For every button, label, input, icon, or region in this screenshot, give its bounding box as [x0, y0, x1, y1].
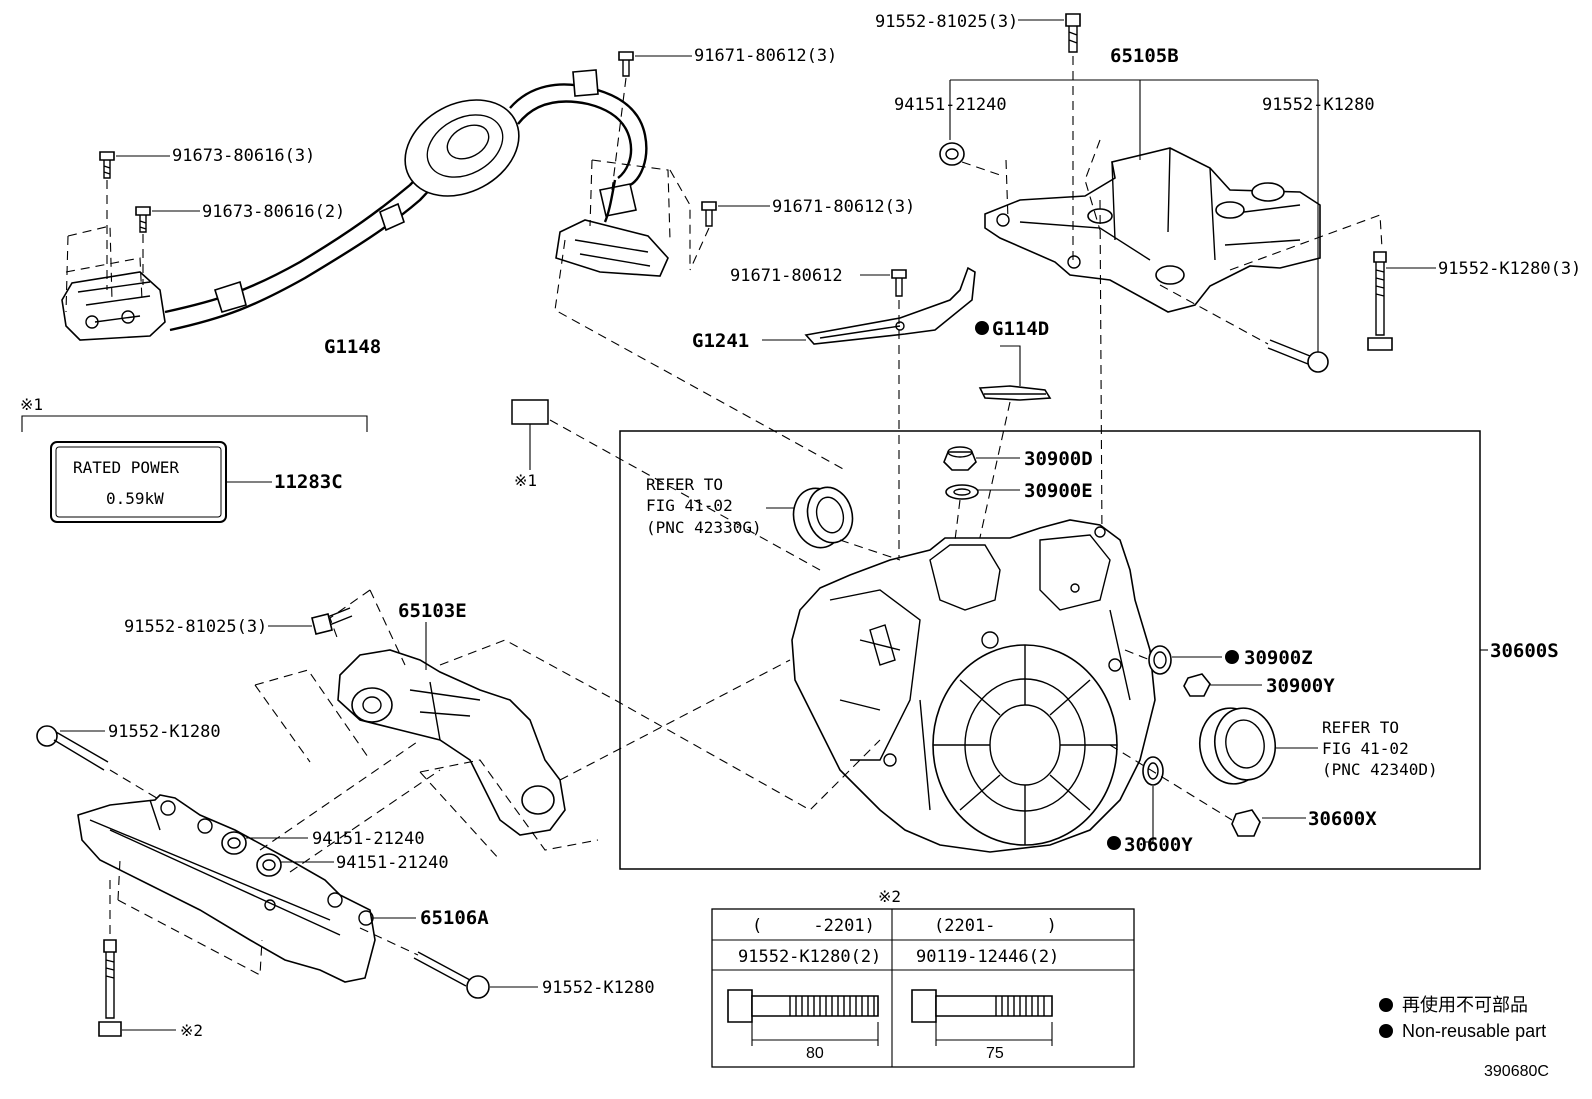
pad-g114d [978, 385, 1052, 401]
label-91552-81025-left: 91552-81025(3) [124, 617, 267, 637]
bolt-91552-k1280-left-icon [36, 725, 109, 771]
bolt-91552-k1280-3-icon [1367, 251, 1393, 351]
table-col2-length: 75 [986, 1045, 1004, 1062]
label-65106a: 65106A [420, 907, 489, 929]
note-x1: ※1 [20, 395, 43, 414]
label-91552-k1280-3: 91552-K1280(3) [1438, 259, 1581, 279]
bolt-91552-k1280-bottom-icon [413, 951, 490, 999]
label-91552-k1280-left: 91552-K1280 [108, 722, 221, 742]
legend-dot-en-icon [1379, 1024, 1393, 1038]
label-30600s: 30600S [1490, 640, 1559, 662]
figure-code: 390680C [1484, 1063, 1549, 1080]
table-col1-length: 80 [806, 1045, 824, 1062]
refer-a-line2: FIG 41-02 [646, 496, 733, 515]
gasket-30900e-icon [945, 484, 979, 500]
legend-dot-jp-icon [1379, 998, 1393, 1012]
bolt-length-table [711, 908, 1135, 1068]
nut-94151-21240-a-icon [221, 831, 247, 855]
table-note: ※2 [878, 887, 901, 906]
label-30900y: 30900Y [1266, 675, 1335, 697]
caution-label-icon [511, 399, 549, 425]
label-g1241: G1241 [692, 330, 749, 352]
table-col1-part: 91552-K1280(2) [738, 947, 881, 967]
oil-seal-42330g-icon [792, 486, 854, 549]
rated-power-title: RATED POWER [73, 458, 179, 477]
label-65105b: 65105B [1110, 45, 1179, 67]
nut-94151-21240-top-icon [939, 142, 965, 166]
label-91671-80612-mid: 91671-80612(3) [772, 197, 915, 217]
label-11283c: 11283C [274, 471, 343, 493]
label-94151-21240-top: 94151-21240 [894, 95, 1007, 115]
bolt-91671-80612-single-icon [891, 269, 907, 297]
note-x2: ※2 [180, 1021, 203, 1040]
label-30900d: 30900D [1024, 448, 1093, 470]
label-g114d: G114D [992, 318, 1049, 340]
label-g1148: G1148 [324, 336, 381, 358]
bolt-note-2-icon [98, 939, 122, 1037]
non-reusable-dot-icon [1225, 650, 1239, 664]
label-91552-k1280-bottom: 91552-K1280 [542, 978, 655, 998]
bolt-91673-80616-3-icon [99, 151, 115, 179]
refer-b-line3: (PNC 42340D) [1322, 760, 1438, 779]
engine-mount-65103e [337, 649, 566, 836]
label-30900e: 30900E [1024, 480, 1093, 502]
label-91673-80616-2: 91673-80616(2) [202, 202, 345, 222]
table-col2-part: 90119-12446(2) [916, 947, 1059, 967]
label-65103e: 65103E [398, 600, 467, 622]
label-91671-80612: 91671-80612 [730, 266, 843, 286]
label-30900z: 30900Z [1244, 647, 1313, 669]
refer-a-line3: (PNC 42330G) [646, 518, 762, 537]
refer-b-line2: FIG 41-02 [1322, 739, 1409, 758]
label-30600y: 30600Y [1124, 834, 1193, 856]
plug-30600x-icon [1231, 809, 1261, 837]
non-reusable-dot-icon [1107, 836, 1121, 850]
bracket-g1241 [804, 266, 976, 345]
rated-power-value: 0.59kW [106, 489, 164, 508]
crossmember-65106a [77, 794, 376, 983]
bolt-91552-81025-top-icon [1065, 13, 1081, 53]
table-col1-range: ( -2201) [752, 916, 875, 936]
plug-30900d-icon [943, 446, 977, 471]
oil-seal-42340d-icon [1199, 707, 1276, 785]
label-91673-80616-3: 91673-80616(3) [172, 146, 315, 166]
bolt-91552-k1280-top-icon [1267, 339, 1329, 373]
nut-94151-21240-b-icon [256, 853, 282, 877]
bolt-91671-80612-top-icon [618, 51, 634, 77]
non-reusable-dot-icon [975, 321, 989, 335]
refer-a-line1: REFER TO [646, 475, 723, 494]
gasket-30900z-icon [1148, 645, 1172, 675]
bolt-91552-81025-left-icon [311, 607, 353, 635]
label-91552-81025-top: 91552-81025(3) [875, 12, 1018, 32]
wire-harness-g1148 [61, 69, 669, 341]
label-94151-21240-b: 94151-21240 [336, 853, 449, 873]
label-91552-k1280-top: 91552-K1280 [1262, 95, 1375, 115]
refer-b-line1: REFER TO [1322, 718, 1399, 737]
transaxle-body [791, 519, 1156, 853]
plug-30900y-icon [1183, 673, 1211, 697]
engine-mount-65105b [984, 147, 1321, 313]
bolt-91671-80612-mid-icon [701, 201, 717, 227]
rated-power-plate [50, 441, 227, 523]
label-94151-21240-a: 94151-21240 [312, 829, 425, 849]
bolt-91673-80616-2-icon [135, 206, 151, 233]
legend-japanese: 再使用不可部品 [1402, 995, 1528, 1015]
legend-english: Non-reusable part [1402, 1021, 1546, 1041]
label-91671-80612-top: 91671-80612(3) [694, 46, 837, 66]
label-30600x: 30600X [1308, 808, 1377, 830]
table-col2-range: (2201- ) [934, 916, 1057, 936]
note-x1-label: ※1 [514, 471, 537, 490]
